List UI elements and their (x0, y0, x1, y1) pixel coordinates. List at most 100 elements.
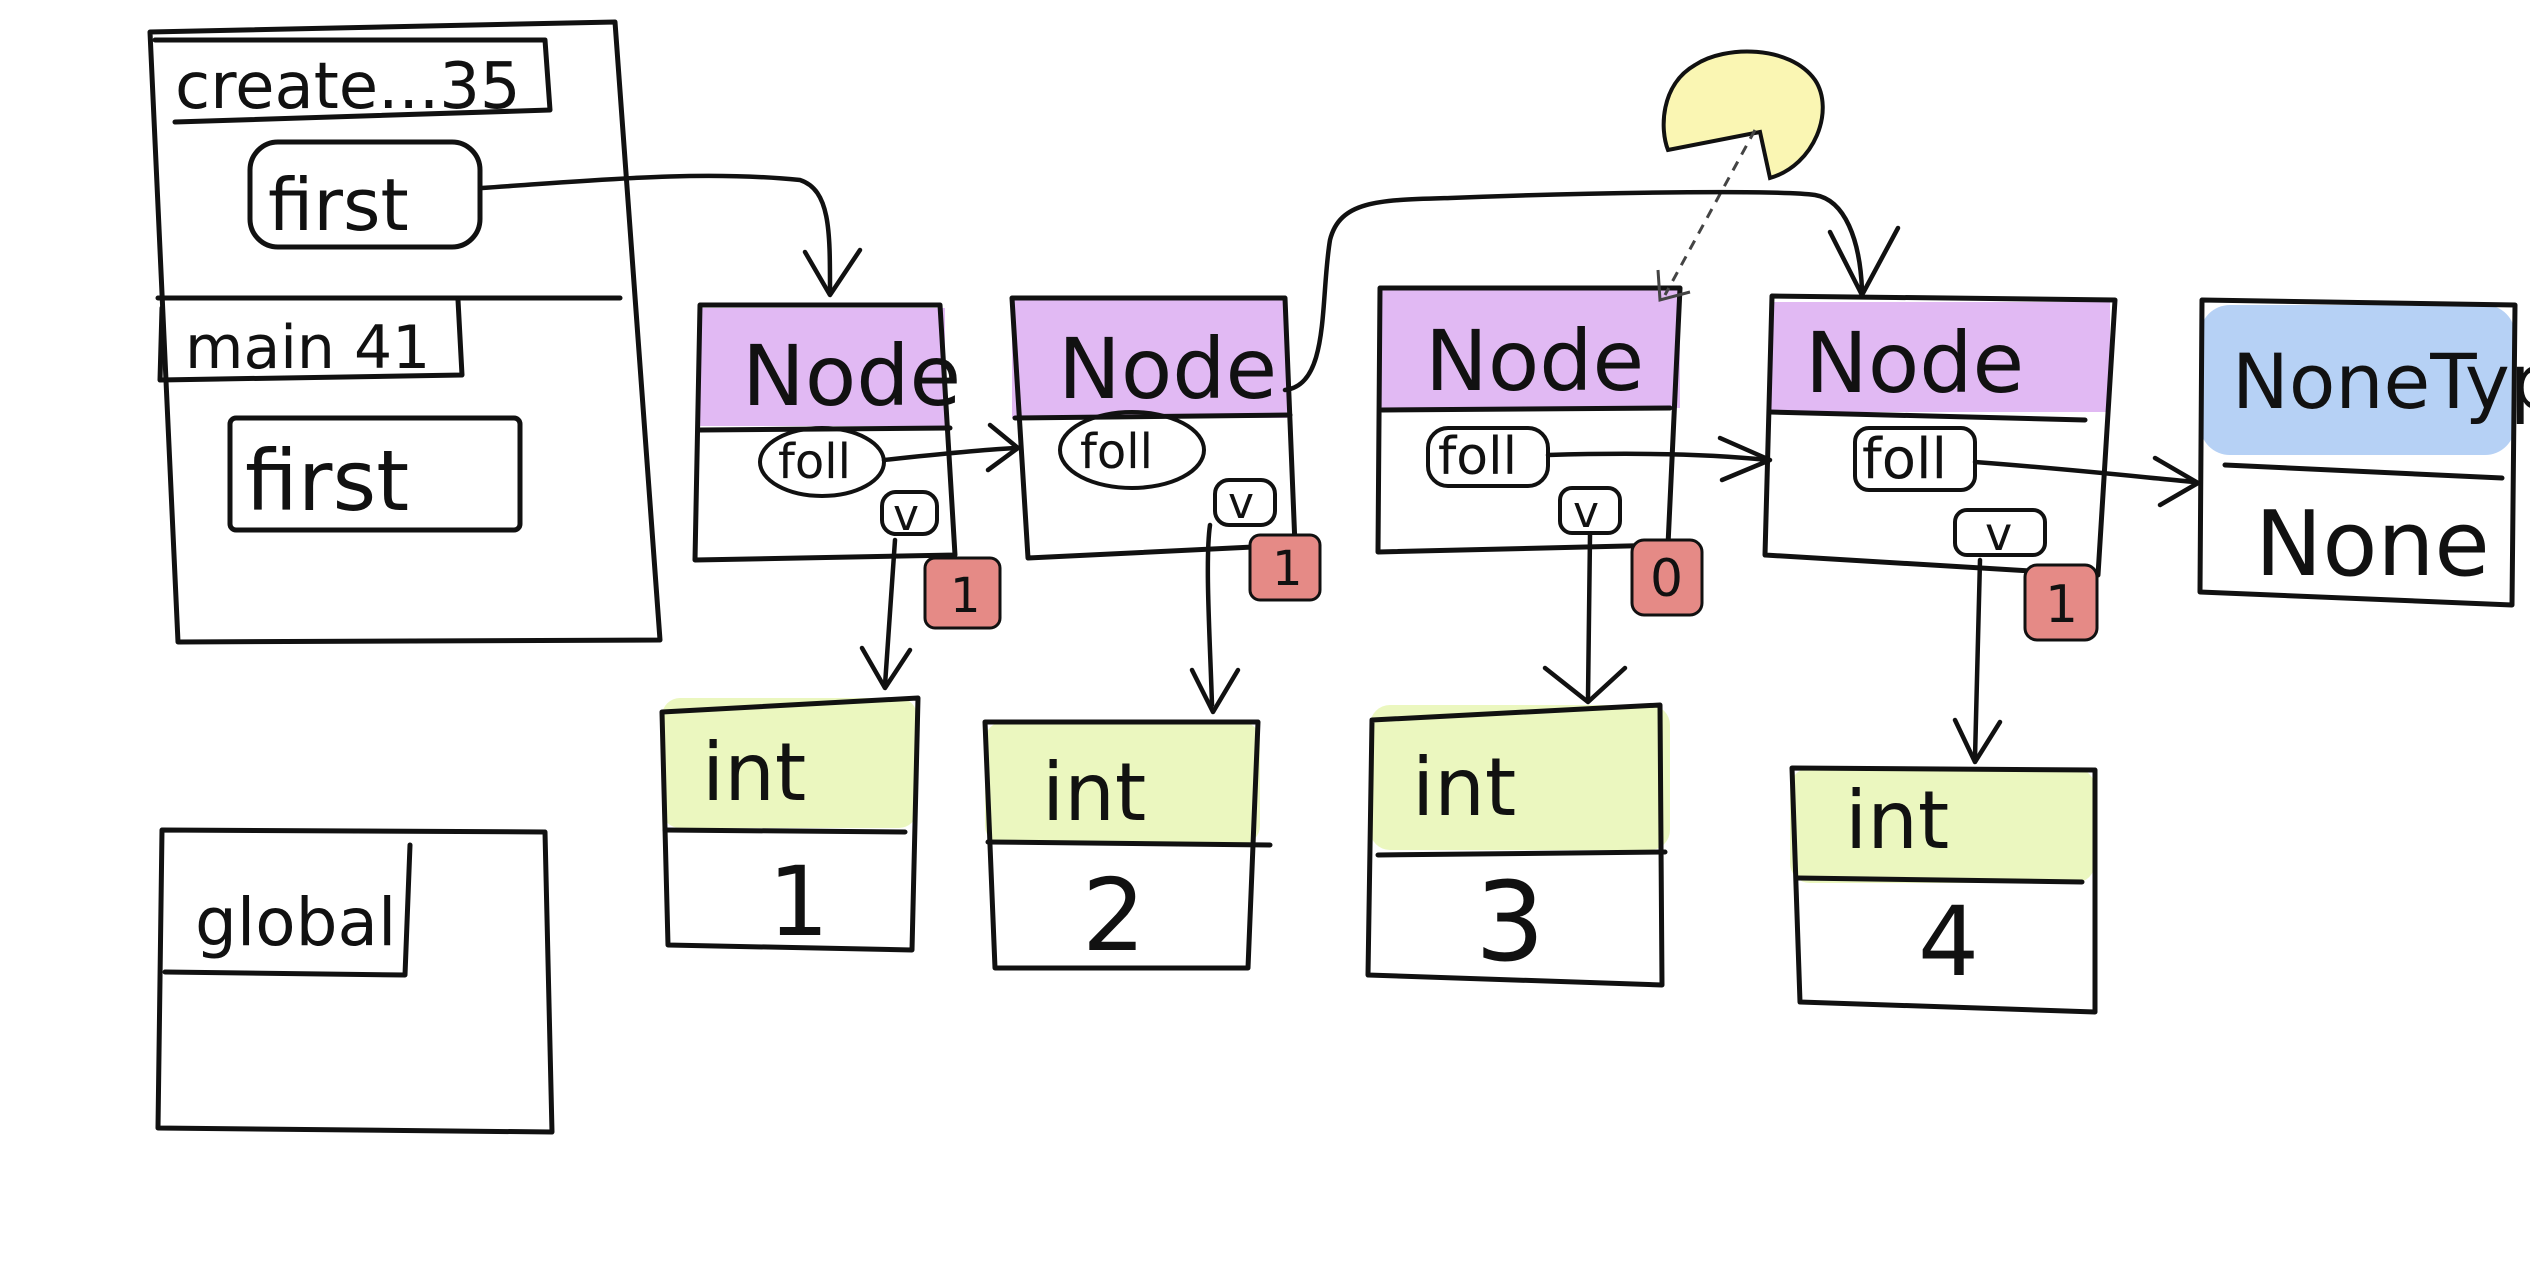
node-header-bg (1012, 300, 1287, 418)
node-value-label: v (893, 490, 919, 541)
int-object-4: int 4 (1789, 765, 2098, 1015)
node-divider (1767, 409, 2088, 423)
int-divider (1795, 875, 2085, 885)
node-type-label: Node (742, 327, 961, 425)
refcount-value: 1 (2045, 575, 2078, 635)
arrow-head (1827, 225, 1901, 298)
frame-main-tab (157, 297, 465, 383)
arrow-head (1952, 717, 2003, 765)
node-header-bg (700, 308, 945, 426)
int-object-1: int 1 (659, 695, 921, 958)
int-header-bg (985, 722, 1260, 844)
int-header-bg (1370, 705, 1670, 850)
int-type-label: int (1042, 746, 1146, 839)
int-type-label: int (1412, 741, 1516, 834)
arrow-head (1189, 667, 1241, 715)
arrow-head (859, 645, 913, 691)
nonetype-header-bg (2200, 305, 2515, 455)
node-value-label: v (1985, 507, 2012, 561)
nonetype-value: None (2255, 492, 2490, 597)
arrow-node1-v-to-int1 (882, 537, 898, 688)
int-header-bg (1790, 768, 2095, 883)
int-type-label: int (702, 726, 806, 819)
frame-create: create...35 first (152, 37, 623, 301)
refcount-badge (1248, 533, 1322, 602)
node-divider (1379, 405, 1673, 413)
arrow-node2-foll-to-node4 (1282, 189, 1865, 393)
int-value: 3 (1475, 858, 1545, 986)
frame-global: global (155, 827, 555, 1135)
arrow-create-first-to-node1 (479, 173, 833, 293)
blob-body (1661, 49, 1825, 181)
nonetype-divider (2222, 462, 2505, 481)
nonetype-box (2197, 297, 2518, 608)
int-box (1789, 765, 2098, 1015)
stack-box (147, 19, 663, 645)
stack-frames: create...35 first main 41 first global (147, 19, 663, 1135)
arrow-node3-foll-to-node4 (1545, 451, 1771, 463)
node-value-box (1953, 508, 2047, 557)
frame-create-title: create...35 (175, 50, 521, 124)
arrow-node4-foll-to-nonetype (1972, 459, 2198, 485)
int-value: 4 (1918, 886, 1979, 998)
refcount-badge (923, 556, 1002, 630)
node-field-label: foll (1862, 427, 1947, 492)
node-value-box (1213, 478, 1277, 527)
int-divider (1375, 849, 1668, 858)
int-box (1365, 702, 1665, 988)
nonetype-label: NoneType (2232, 337, 2530, 426)
arrow-head (1717, 435, 1773, 483)
int-object-3: int 3 (1365, 702, 1670, 988)
int-box (659, 695, 921, 953)
arrow-head (2152, 455, 2201, 508)
frame-create-var-box (247, 139, 483, 250)
node-divider (1012, 412, 1293, 421)
node-object-4: Node foll v 1 (1762, 293, 2118, 642)
arrow-node3-v-to-int3 (1585, 532, 1593, 701)
int-divider (662, 827, 908, 835)
node-field-label: foll (778, 434, 851, 490)
arrow-head (1542, 665, 1628, 705)
node-field-label: foll (1438, 427, 1517, 487)
node-objects: Node foll v 1 Node foll v 1 Node (692, 285, 2530, 642)
refcount-badge (1630, 538, 1704, 617)
pointer-arrows (479, 173, 2201, 765)
node-box (692, 302, 958, 563)
int-objects: int 1 int 2 int 3 int 4 (659, 695, 2098, 1015)
int-divider (985, 839, 1273, 848)
node-object-2: Node foll v 1 (1009, 295, 1322, 602)
node-header-bg (1770, 302, 2110, 412)
node-header-bg (1380, 290, 1680, 408)
refcount-badge (2023, 563, 2099, 642)
int-object-2: int 2 (982, 719, 1273, 974)
arrow-node1-foll-to-node2 (881, 445, 1018, 463)
refcount-value: 0 (1650, 549, 1683, 609)
frame-create-var: first (268, 163, 409, 247)
frame-main-var: first (245, 432, 409, 530)
frame-main-var-box (227, 415, 523, 533)
node-value-label: v (1573, 487, 1599, 538)
int-header-bg (662, 698, 917, 828)
arrow-node2-v-to-int2 (1205, 522, 1215, 708)
blob-shape (1656, 49, 1825, 302)
frame-global-box (155, 827, 555, 1135)
blob-dashed-pointer (1663, 129, 1757, 296)
node-value-box (880, 490, 939, 536)
refcount-value: 1 (950, 568, 981, 624)
node-value-label: v (1228, 478, 1254, 529)
node-object-1: Node foll v 1 (692, 302, 1002, 630)
arrow-node4-v-to-int4 (1972, 557, 1983, 761)
int-box (982, 719, 1261, 971)
node-field-box (1853, 426, 1977, 492)
int-value: 2 (1082, 857, 1146, 974)
frame-main: main 41 first (157, 297, 523, 533)
frame-main-title: main 41 (185, 313, 430, 383)
nonetype-object: NoneType None (2197, 297, 2530, 608)
blob-dashed-pointer-head (1656, 269, 1691, 302)
frame-global-title: global (195, 884, 396, 961)
int-type-label: int (1845, 774, 1949, 867)
arrow-head (985, 422, 1021, 473)
node-field-label: foll (1080, 424, 1153, 480)
node-type-label: Node (1425, 312, 1644, 410)
